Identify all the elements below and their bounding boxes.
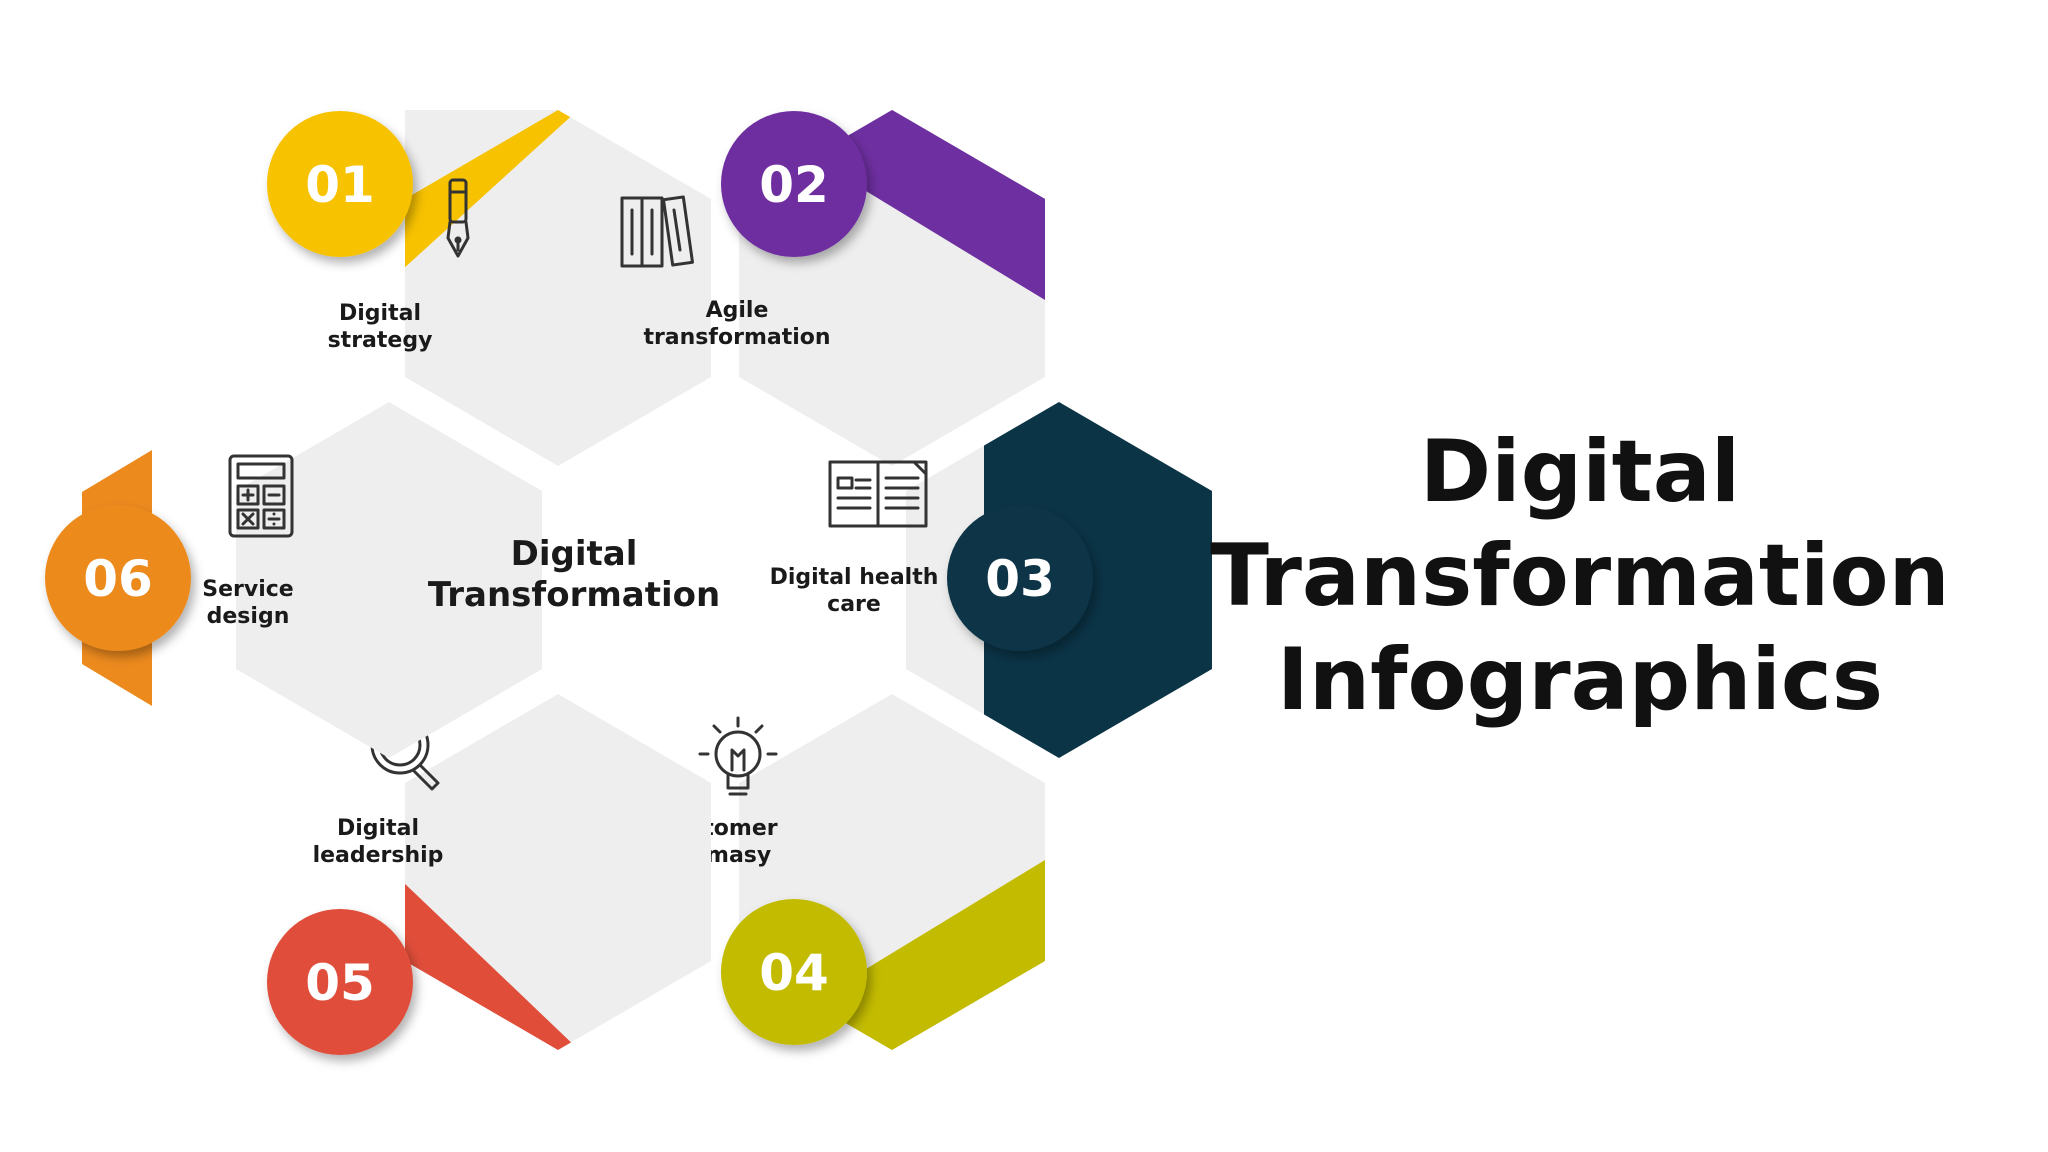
number-badge-05	[267, 909, 413, 1055]
hexagon-node-04: 04 Customer intimasy	[658, 694, 1045, 1050]
node-label-02-line1: Agile	[706, 298, 769, 323]
lightbulb-icon	[698, 716, 778, 796]
center-label-line1: Digital	[511, 534, 638, 574]
slide-title-line1: Digital	[1419, 422, 1741, 522]
books-icon	[620, 195, 694, 268]
node-label-05-line2: leadership	[313, 843, 444, 868]
node-label-06-line2: design	[207, 604, 290, 629]
calculator-icon	[228, 454, 294, 538]
number-badge-02	[721, 111, 867, 257]
number-badge-03	[947, 505, 1093, 651]
node-label-03-line2: care	[827, 592, 881, 617]
number-label-02: 02	[759, 156, 829, 214]
slide-title-line3: Infographics	[1276, 630, 1884, 730]
node-label-06-line1: Service	[202, 577, 293, 602]
node-label-05-line1: Digital	[337, 816, 419, 841]
node-label-03-line1: Digital health	[770, 565, 939, 590]
accent-wedge-02b	[892, 110, 1045, 280]
node-label-01-line1: Digital	[339, 301, 421, 326]
number-badge-01	[267, 111, 413, 257]
number-label-01: 01	[305, 156, 375, 214]
number-badge-04	[721, 899, 867, 1045]
hexagon-node-05: 05 Digital leadership	[267, 694, 711, 1055]
document-icon	[828, 460, 928, 528]
pen-icon	[446, 178, 470, 258]
hexagon-bg-06	[236, 402, 542, 758]
slide-title: Digital Transformation Infographics	[1160, 420, 2000, 732]
number-label-03: 03	[985, 550, 1055, 608]
slide-title-line2: Transformation	[1210, 526, 1950, 626]
number-label-05: 05	[305, 954, 375, 1012]
hexagon-node-06: 06 Service design	[45, 402, 542, 758]
hexagon-bg-05	[405, 694, 711, 1050]
number-label-04: 04	[759, 944, 829, 1002]
node-label-01-line2: strategy	[328, 328, 433, 353]
center-label-line2: Transformation	[428, 575, 720, 615]
number-label-06: 06	[83, 550, 153, 608]
number-badge-06	[45, 505, 191, 651]
hexagon-node-01: 01 Digital strategy	[267, 110, 711, 466]
hexagon-bg-01	[405, 110, 711, 466]
node-label-02-line2: transformation	[643, 325, 830, 350]
